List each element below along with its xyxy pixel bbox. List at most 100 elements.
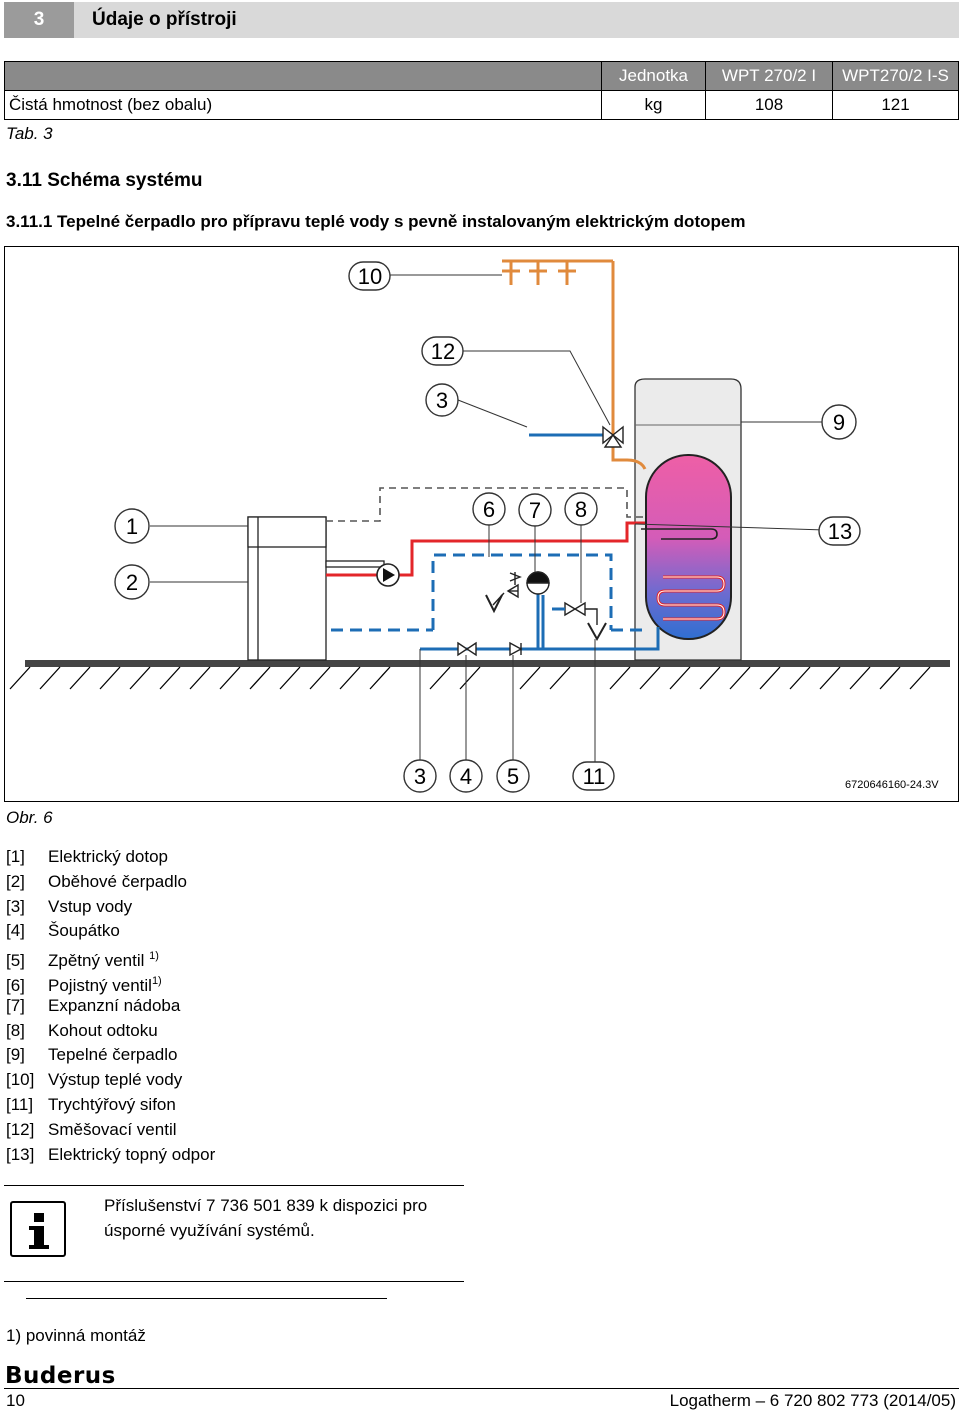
list-item: [13] Elektrický topný odpor <box>6 1143 215 1168</box>
footnote-marker: 1) <box>151 974 162 987</box>
list-item: [8] Kohout odtoku <box>6 1019 215 1044</box>
section-title: 3.11 Schéma systému <box>6 170 203 191</box>
chapter-header: 3 Údaje o přístroji <box>4 2 959 38</box>
table-header-cell <box>4 61 602 91</box>
legend-key: [8] <box>6 1020 25 1040</box>
table-caption: Tab. 3 <box>6 124 53 143</box>
leader-lines <box>150 274 826 765</box>
callout-8: 8 <box>564 492 598 526</box>
page-number: 10 <box>6 1391 25 1410</box>
footnote: 1) povinná montáž <box>6 1326 146 1345</box>
dhw-outlet-pipe <box>502 259 647 470</box>
list-item: [12] Směšovací ventil <box>6 1118 215 1143</box>
legend-text: Trychtýřový sifon <box>48 1094 176 1114</box>
legend-text: Šoupátko <box>48 921 120 941</box>
list-item: [1] Elektrický dotop <box>6 845 215 870</box>
cold-water-pipe <box>420 433 660 651</box>
table-row: Čistá hmotnost (bez obalu) kg 108 121 <box>4 90 959 120</box>
chapter-number: 3 <box>4 2 74 38</box>
spec-table: Jednotka WPT 270/2 I WPT270/2 I-S Čistá … <box>4 61 959 120</box>
legend-list: [1]Elektrický dotop [2]Oběhové čerpadlo … <box>6 845 215 1167</box>
callout-1: 1 <box>114 508 150 544</box>
legend-key: [6] <box>6 975 25 995</box>
footnote-separator <box>26 1298 387 1299</box>
table-cell: kg <box>601 90 706 120</box>
svg-text:10: 10 <box>358 264 382 289</box>
heating-return-dashed <box>331 553 645 632</box>
svg-text:8: 8 <box>575 497 587 522</box>
svg-text:7: 7 <box>529 498 541 523</box>
legend-key: [5] <box>6 951 25 971</box>
info-note-line-2: úsporné využívání systémů. <box>104 1221 315 1240</box>
table-header-cell: WPT 270/2 I <box>705 61 833 91</box>
svg-text:11: 11 <box>583 764 606 789</box>
legend-text: Zpětný ventil <box>48 951 150 971</box>
ground <box>9 660 950 690</box>
table-header-row: Jednotka WPT 270/2 I WPT270/2 I-S <box>4 61 959 91</box>
svg-text:13: 13 <box>828 519 852 544</box>
list-item: [4] Šoupátko <box>6 919 215 944</box>
footer-rule <box>4 1388 959 1389</box>
footnote-marker: 1) <box>149 950 159 963</box>
system-diagram-svg: 10 12 3 9 1 2 <box>9 259 950 793</box>
callout-3-top: 3 <box>425 383 459 417</box>
legend-key: [11] <box>6 1094 34 1114</box>
list-item: [9] Tepelné čerpadlo <box>6 1043 215 1068</box>
legend-key: [2] <box>6 871 25 891</box>
table-cell: 121 <box>832 90 959 120</box>
svg-text:5: 5 <box>507 764 519 789</box>
callout-9: 9 <box>821 404 857 440</box>
legend-key: [10] <box>6 1070 35 1090</box>
svg-text:3: 3 <box>436 388 448 413</box>
list-item: [2] Oběhové čerpadlo <box>6 870 215 895</box>
callout-7: 7 <box>518 493 552 527</box>
callout-10: 10 <box>348 261 391 291</box>
legend-key: [12] <box>6 1119 35 1139</box>
callout-13: 13 <box>818 516 861 546</box>
svg-text:12: 12 <box>431 339 455 364</box>
legend-text: Oběhové čerpadlo <box>48 871 187 891</box>
document-id: Logatherm – 6 720 802 773 (2014/05) <box>669 1391 956 1410</box>
brand-logo: Buderus <box>5 1363 116 1389</box>
legend-key: [4] <box>6 921 25 941</box>
callouts: 10 12 3 9 1 2 <box>114 261 861 793</box>
figure-caption: Obr. 6 <box>6 808 53 827</box>
mixing-valve <box>602 425 624 448</box>
legend-key: [1] <box>6 847 25 866</box>
callout-5: 5 <box>496 759 530 793</box>
legend-key: [7] <box>6 995 25 1015</box>
table-header-cell: WPT270/2 I-S <box>832 61 959 91</box>
legend-text: Směšovací ventil <box>48 1119 177 1139</box>
legend-key: [13] <box>6 1144 35 1164</box>
electric-heater-unit <box>247 516 385 661</box>
legend-text: Kohout odtoku <box>48 1020 158 1040</box>
callout-6: 6 <box>472 492 506 526</box>
divider <box>4 1185 464 1186</box>
legend-text: Pojistný ventil <box>48 975 152 995</box>
heating-flow-pipe <box>326 521 645 577</box>
valve-group <box>457 571 607 657</box>
info-icon <box>10 1201 66 1257</box>
callout-12: 12 <box>421 336 464 366</box>
info-note-line-1: Příslušenství 7 736 501 839 k dispozici … <box>104 1196 428 1215</box>
list-item: [6] Pojistný ventil1) <box>6 969 215 995</box>
circulation-pump <box>376 563 400 587</box>
list-item: [7]Expanzní nádoba <box>6 994 215 1019</box>
legend-text: Elektrický dotop <box>48 847 168 866</box>
list-item: [5] Zpětný ventil 1) <box>6 944 215 971</box>
legend-text: Tepelné čerpadlo <box>48 1045 178 1065</box>
legend-key: [3] <box>6 896 25 916</box>
legend-key: [9] <box>6 1045 25 1065</box>
list-item: [3]Vstup vody <box>6 895 215 920</box>
callout-3-bottom: 3 <box>403 759 437 793</box>
heat-pump-body <box>634 378 742 661</box>
chapter-title: Údaje o přístroji <box>92 9 237 30</box>
callout-11: 11 <box>572 761 615 791</box>
svg-text:3: 3 <box>414 764 426 789</box>
legend-text: Výstup teplé vody <box>48 1070 183 1090</box>
legend-text: Elektrický topný odpor <box>48 1144 216 1164</box>
divider <box>4 1281 464 1282</box>
control-cable-dashed <box>326 487 645 522</box>
list-item: [10] Výstup teplé vody <box>6 1068 215 1093</box>
list-item: [11] Trychtýřový sifon <box>6 1093 215 1118</box>
